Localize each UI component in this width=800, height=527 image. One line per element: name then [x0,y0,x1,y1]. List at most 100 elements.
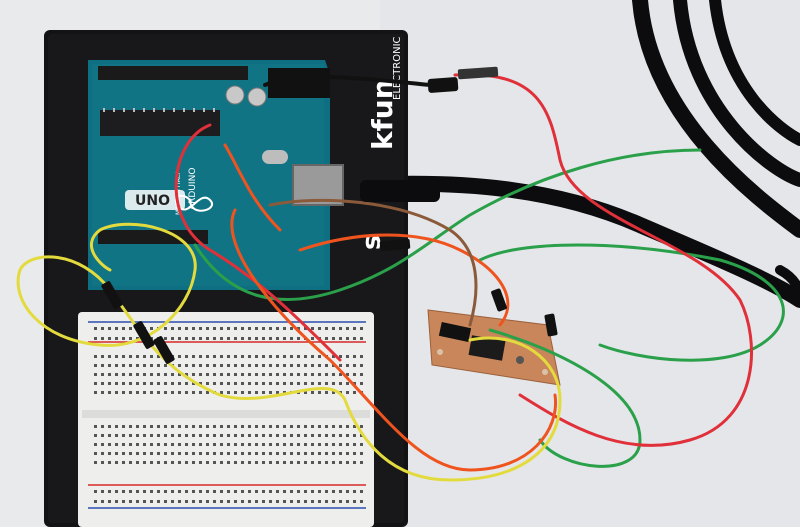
breadboard-hole [101,391,104,394]
breadboard-hole [332,382,335,385]
breadboard-hole [227,337,230,340]
breadboard-hole [157,443,160,446]
wire-connectors [101,66,558,364]
breadboard-hole [213,461,216,464]
breadboard-hole [255,373,258,376]
breadboard-hole [101,461,104,464]
breadboard-hole [339,434,342,437]
breadboard-hole [108,452,111,455]
breadboard-hole [108,425,111,428]
breadboard-hole [255,500,258,503]
breadboard-hole [248,490,251,493]
breadboard-hole [269,500,272,503]
breadboard-hole [255,461,258,464]
breadboard-hole [269,382,272,385]
breadboard-hole [353,364,356,367]
breadboard-hole [157,425,160,428]
breadboard-hole [94,382,97,385]
breadboard-hole [283,373,286,376]
breadboard-hole [234,337,237,340]
breadboard-hole [269,355,272,358]
breadboard-hole [234,391,237,394]
breadboard-hole [262,337,265,340]
breadboard-hole [297,490,300,493]
breadboard-hole [157,355,160,358]
atmega-chip [100,110,220,136]
breadboard-hole [185,443,188,446]
breadboard-hole [227,355,230,358]
breadboard-hole [318,452,321,455]
breadboard-hole [122,490,125,493]
breadboard-hole [108,434,111,437]
breadboard-hole [353,443,356,446]
pcb-ic [468,335,506,361]
breadboard-hole [304,373,307,376]
breadboard-hole [164,500,167,503]
breadboard-hole [164,490,167,493]
breadboard-hole [101,490,104,493]
breadboard-hole [143,490,146,493]
breadboard-hole [220,434,223,437]
breadboard-hole [129,452,132,455]
breadboard-hole [199,490,202,493]
breadboard-hole [220,337,223,340]
breadboard-hole [353,382,356,385]
breadboard-hole [185,461,188,464]
breadboard-hole [192,355,195,358]
breadboard-hole [234,434,237,437]
breadboard-hole [248,364,251,367]
breadboard-hole [262,500,265,503]
breadboard-hole [234,382,237,385]
breadboard-hole [178,327,181,330]
breadboard-hole [290,425,293,428]
breadboard-hole [108,373,111,376]
breadboard-hole [94,500,97,503]
breadboard-hole [346,373,349,376]
breadboard-hole [290,373,293,376]
breadboard-hole [136,355,139,358]
breadboard-hole [122,382,125,385]
breadboard-hole [115,461,118,464]
breadboard-hole [332,434,335,437]
breadboard-hole [178,461,181,464]
breadboard-hole [199,373,202,376]
breadboard-hole [94,461,97,464]
breadboard-hole [353,490,356,493]
breadboard-hole [346,327,349,330]
breadboard-hole [206,461,209,464]
breadboard-hole [213,327,216,330]
breadboard-hole [199,425,202,428]
breadboard-hole [269,327,272,330]
breadboard-hole [171,443,174,446]
breadboard-hole [255,490,258,493]
breadboard-hole [346,364,349,367]
breadboard-hole [234,355,237,358]
breadboard-hole [164,425,167,428]
breadboard-hole [234,425,237,428]
crystal [262,150,288,164]
breadboard-hole [234,364,237,367]
breadboard-hole [241,443,244,446]
breadboard-hole [241,355,244,358]
arduino-uno-board: UNO ARDUINO MADE IN ITALY [88,60,344,290]
breadboard-hole [143,382,146,385]
breadboard-hole [353,425,356,428]
breadboard-hole [164,337,167,340]
breadboard-hole [269,373,272,376]
breadboard-hole [262,355,265,358]
breadboard-hole [136,391,139,394]
breadboard-hole [143,391,146,394]
breadboard-hole [318,434,321,437]
breadboard-hole [136,434,139,437]
baseplate-brand: kfun [366,79,399,150]
breadboard-hole [101,373,104,376]
digital-header [98,66,248,80]
breadboard-hole [241,490,244,493]
breadboard-hole [297,337,300,340]
breadboard-hole [311,337,314,340]
breadboard-hole [129,490,132,493]
breadboard-hole [339,364,342,367]
breadboard-hole [185,382,188,385]
breadboard-hole [94,337,97,340]
